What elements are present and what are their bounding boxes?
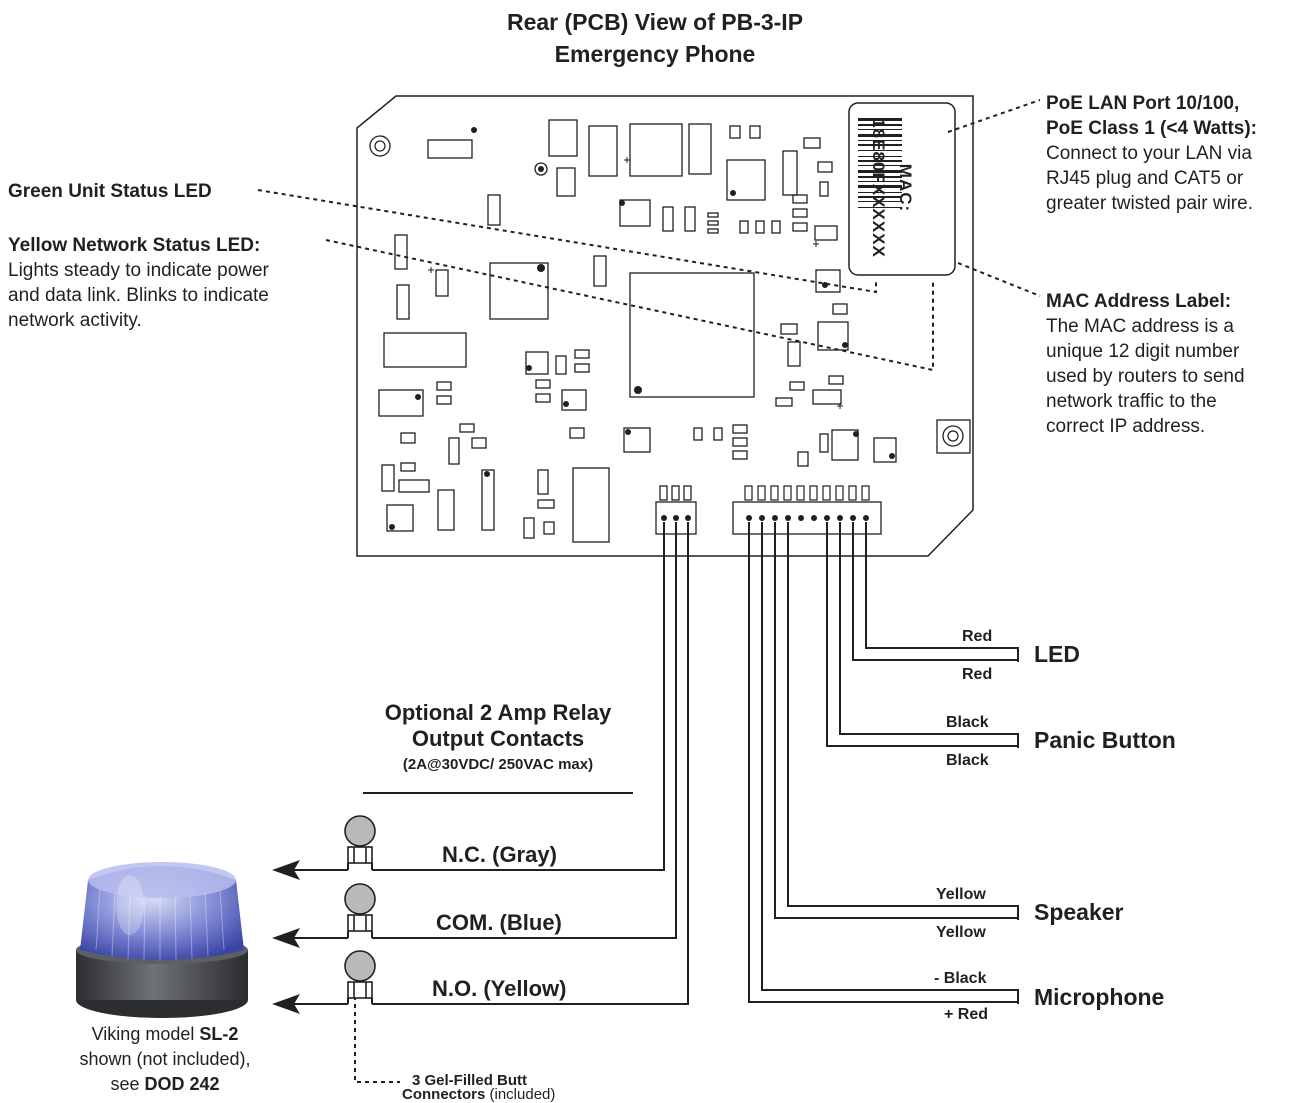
barcode-bar bbox=[858, 160, 902, 162]
speaker-connection-label: Speaker bbox=[1034, 899, 1124, 925]
barcode-bar bbox=[858, 124, 902, 126]
barcode-bar bbox=[858, 156, 902, 157]
mic-wire-top-label: - Black bbox=[934, 970, 987, 987]
relay-rating: (2A@30VDC/ 250VAC max) bbox=[402, 756, 594, 773]
strobe-caption-1: Viking model SL-2 bbox=[91, 1024, 239, 1044]
mac-callout-body-1: The MAC address is a bbox=[1046, 316, 1234, 337]
mac-label-value: 18E80FXXXXXX bbox=[869, 118, 888, 258]
mac-label-heading: MAC: bbox=[896, 163, 915, 213]
strobe-caption-3: see DOD 242 bbox=[110, 1074, 220, 1094]
barcode-bar bbox=[858, 129, 902, 130]
butt-connector-nc-icon bbox=[344, 815, 376, 864]
mounting-screw-right-icon bbox=[936, 419, 971, 454]
panic-connection-label: Panic Button bbox=[1034, 727, 1176, 753]
mic-wire-bottom-label: + Red bbox=[944, 1006, 989, 1023]
relay-nc-label: N.C. (Gray) bbox=[442, 842, 557, 867]
yellow-led-heading: Yellow Network Status LED: bbox=[8, 235, 261, 256]
leader-lines bbox=[257, 99, 1041, 1083]
diagram-title-line2: Emergency Phone bbox=[554, 41, 756, 67]
speaker-wire-bottom-label: Yellow bbox=[936, 924, 986, 941]
poe-body-1: Connect to your LAN via bbox=[1046, 143, 1252, 164]
barcode-bar bbox=[858, 134, 902, 137]
relay-title-2: Output Contacts bbox=[411, 726, 585, 751]
barcode-bar bbox=[858, 207, 902, 208]
yellow-led-body-2: and data link. Blinks to indicate bbox=[8, 285, 269, 306]
mac-callout-heading: MAC Address Label: bbox=[1046, 291, 1232, 312]
barcode-bar bbox=[858, 165, 902, 166]
barcode-bar bbox=[858, 196, 902, 198]
butt-connector-no-icon bbox=[344, 950, 376, 999]
mac-callout-body-4: network traffic to the bbox=[1046, 391, 1217, 412]
panic-wire-top-label: Black bbox=[946, 714, 989, 731]
pcb-dots bbox=[389, 127, 895, 530]
barcode-bar bbox=[858, 176, 902, 178]
mac-callout-body-5: correct IP address. bbox=[1046, 416, 1206, 437]
barcode-bar bbox=[858, 118, 902, 121]
diagram-title-line1: Rear (PCB) View of PB-3-IP bbox=[506, 9, 804, 35]
speaker-wire-top-label: Yellow bbox=[936, 886, 986, 903]
poe-heading-2: PoE Class 1 (<4 Watts): bbox=[1046, 118, 1257, 139]
barcode-bar bbox=[858, 150, 902, 151]
yellow-led-body-3: network activity. bbox=[8, 310, 142, 331]
mounting-screw-left-icon bbox=[369, 135, 391, 157]
poe-body-2: RJ45 plug and CAT5 or bbox=[1046, 168, 1244, 189]
butt-connector-note-1: 3 Gel-Filled Butt bbox=[412, 1072, 528, 1089]
poe-heading-1: PoE LAN Port 10/100, bbox=[1046, 93, 1240, 114]
mac-callout-body-3: used by routers to send bbox=[1046, 366, 1245, 387]
relay-no-label: N.O. (Yellow) bbox=[432, 976, 567, 1001]
barcode bbox=[858, 118, 902, 208]
poe-body-3: greater twisted pair wire. bbox=[1046, 193, 1253, 214]
butt-connector-note-2: Connectors (included) bbox=[402, 1086, 556, 1103]
barcode-bar bbox=[858, 185, 902, 188]
relay-com-label: COM. (Blue) bbox=[436, 910, 562, 935]
led-wire-bottom-label: Red bbox=[962, 666, 993, 683]
yellow-led-body-1: Lights steady to indicate power bbox=[8, 260, 269, 281]
strobe-caption-2: shown (not included), bbox=[79, 1049, 251, 1069]
barcode-bar bbox=[858, 192, 902, 193]
led-wire-top-label: Red bbox=[962, 628, 993, 645]
butt-connector-com-icon bbox=[344, 883, 376, 932]
led-connection-label: LED bbox=[1034, 641, 1080, 667]
pcb-components bbox=[378, 119, 897, 543]
barcode-bar bbox=[858, 201, 902, 202]
barcode-bar bbox=[858, 170, 902, 173]
ten-pin-header bbox=[744, 485, 870, 501]
wires bbox=[372, 522, 1019, 1005]
strobe-light-image bbox=[76, 862, 248, 1018]
mac-callout-body-2: unique 12 digit number bbox=[1046, 341, 1240, 362]
mac-address-label bbox=[848, 102, 956, 276]
arrow-left-icon bbox=[272, 860, 300, 1014]
barcode-bar bbox=[858, 144, 902, 146]
microphone-connection-label: Microphone bbox=[1034, 984, 1165, 1010]
barcode-bar bbox=[858, 181, 902, 182]
green-led-heading: Green Unit Status LED bbox=[8, 181, 212, 202]
barcode-bar bbox=[858, 140, 902, 141]
panic-wire-bottom-label: Black bbox=[946, 752, 989, 769]
relay-title-1: Optional 2 Amp Relay bbox=[384, 700, 612, 725]
pcb-board bbox=[356, 95, 974, 557]
